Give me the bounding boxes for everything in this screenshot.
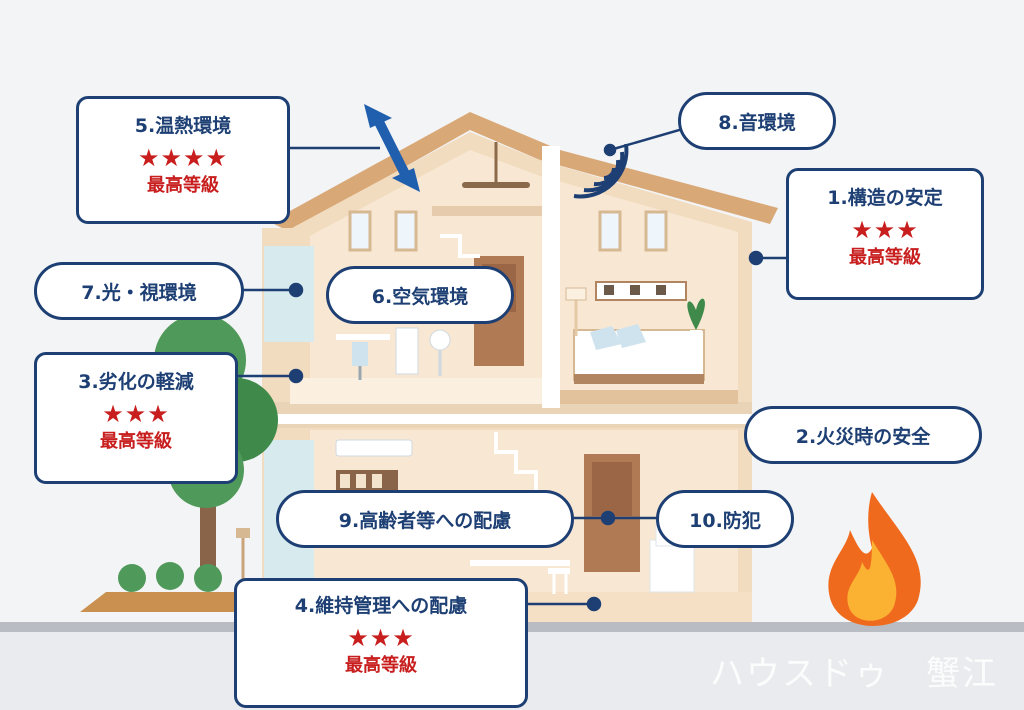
- callout-label: 7.光・視環境: [81, 281, 197, 304]
- rating-stars: ★★★: [102, 399, 170, 428]
- ventilation-arrow: [373, 117, 411, 179]
- callout-label: 9.高齢者等への配慮: [338, 509, 512, 532]
- desk: [336, 334, 390, 340]
- callout-label: 2.火災時の安全: [795, 425, 931, 448]
- fire-icon: [828, 492, 921, 626]
- rating-grade: 最高等級: [100, 430, 172, 452]
- callout-label: 4.維持管理への配慮: [294, 595, 468, 617]
- rating-grade: 最高等級: [345, 654, 417, 676]
- callout-deterioration-reduction: 3.劣化の軽減 ★★★ 最高等級: [34, 352, 238, 484]
- callout-sound-environment: 8.音環境: [678, 92, 836, 150]
- roof: [270, 112, 778, 232]
- callout-crime-prevention: 10.防犯: [656, 490, 794, 548]
- watermark-text: ハウスドゥ 蟹江: [710, 654, 998, 694]
- callout-structural-stability: 1.構造の安定 ★★★ 最高等級: [786, 168, 984, 300]
- window-upper: [264, 246, 314, 342]
- callout-elderly-consideration: 9.高齢者等への配慮: [276, 490, 574, 548]
- air-conditioner: [335, 439, 413, 457]
- rating-stars: ★★★★: [137, 143, 229, 172]
- rating-grade: 最高等級: [849, 246, 921, 268]
- callout-label: 8.音環境: [718, 111, 796, 134]
- callout-thermal-environment: 5.温熱環境 ★★★★ 最高等級: [76, 96, 290, 224]
- callout-light-visual-environment: 7.光・視環境: [34, 262, 244, 320]
- planter: [80, 592, 256, 612]
- ceiling-fan: [462, 182, 530, 188]
- sound-wave-icon: [573, 143, 629, 199]
- callout-label: 5.温熱環境: [134, 115, 232, 137]
- leader-lines: [238, 122, 788, 612]
- rating-stars: ★★★: [851, 215, 919, 244]
- callout-maintenance-consideration: 4.維持管理への配慮 ★★★ 最高等級: [234, 578, 528, 708]
- callout-air-environment: 6.空気環境: [326, 266, 514, 324]
- callout-label: 3.劣化の軽減: [78, 371, 194, 393]
- rating-grade: 最高等級: [147, 174, 219, 196]
- callout-label: 10.防犯: [689, 509, 761, 532]
- rating-stars: ★★★: [347, 623, 415, 652]
- callout-label: 6.空気環境: [371, 285, 469, 308]
- callout-label: 1.構造の安定: [827, 187, 943, 209]
- callout-fire-safety: 2.火災時の安全: [744, 406, 982, 464]
